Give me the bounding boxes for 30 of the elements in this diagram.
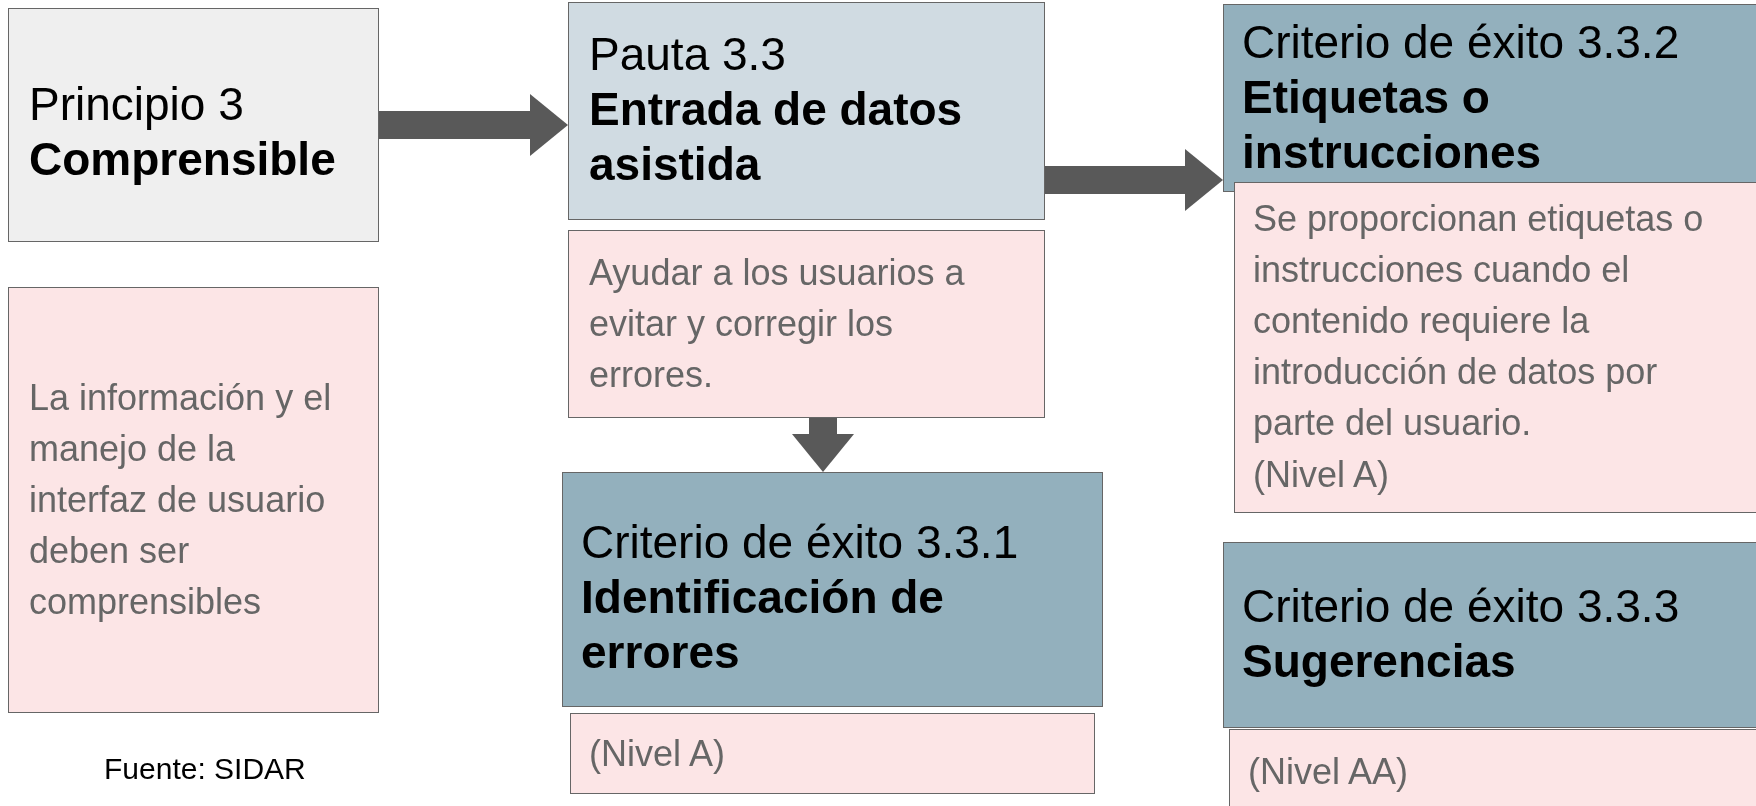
description-text: (Nivel AA) xyxy=(1248,750,1410,794)
title-box xyxy=(568,2,1045,220)
description-text: (Nivel A) xyxy=(1253,452,1391,497)
title-box xyxy=(8,8,379,242)
description-box xyxy=(1234,182,1756,513)
description-box xyxy=(8,287,379,713)
heading-text: Criterio de éxito 3.3.3 xyxy=(1242,579,1681,634)
arrow xyxy=(1045,149,1223,211)
description-box xyxy=(568,230,1045,418)
heading-text: Principio 3 xyxy=(29,77,245,132)
description-box xyxy=(1229,729,1756,806)
title-box xyxy=(1223,4,1756,192)
heading-text: Criterio de éxito 3.3.1 xyxy=(581,515,1020,570)
source-note: Fuente: SIDAR xyxy=(104,752,306,786)
description-text: La información y el manejo de la interfaz de usuario deben ser comprensibles xyxy=(29,376,333,625)
heading-text: Pauta 3.3 xyxy=(589,27,787,82)
heading-text: Criterio de éxito 3.3.2 xyxy=(1242,15,1681,70)
heading-text: Identificación de errores xyxy=(581,570,945,681)
description-text: Ayudar a los usuarios a evitar y corregir los errores. xyxy=(589,251,966,398)
heading-text: Entrada de datos asistida xyxy=(589,82,964,193)
description-text: (Nivel A) xyxy=(589,732,727,776)
description-box xyxy=(570,713,1095,794)
title-box xyxy=(1223,542,1756,728)
arrow xyxy=(792,418,854,472)
arrow xyxy=(379,94,568,156)
heading-text: Sugerencias xyxy=(1242,634,1517,690)
description-text: Se proporcionan etiquetas o instrucciones cuando el contenido requiere la introducción de datos por parte del usuario. xyxy=(1253,197,1705,446)
heading-text: Comprensible xyxy=(29,132,337,188)
title-box xyxy=(562,472,1103,707)
heading-text: Etiquetas o instrucciones xyxy=(1242,70,1543,181)
